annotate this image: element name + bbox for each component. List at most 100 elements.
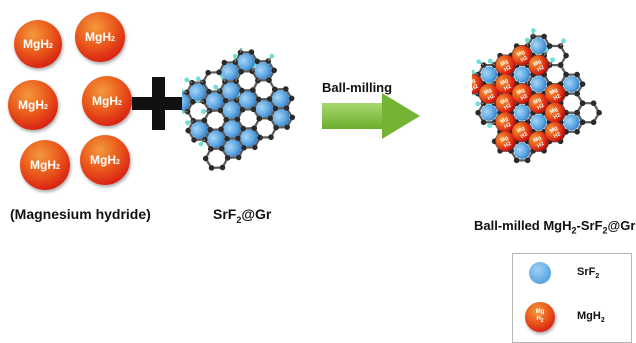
ball-milled-product: MgH2MgH2MgH2MgH2MgH2MgH2MgH2MgH2MgH2MgH2…	[472, 28, 602, 164]
carbon-atom	[207, 127, 213, 133]
srf2-particle	[190, 121, 208, 139]
srf2-particle	[530, 114, 547, 131]
carbon-atom	[579, 81, 586, 87]
carbon-atom	[224, 154, 231, 161]
carbon-atom	[205, 69, 211, 76]
mgh2-ball	[472, 74, 483, 95]
carbon-atom	[475, 109, 481, 116]
srf2-particle	[481, 66, 498, 83]
carbon-atom	[284, 124, 290, 130]
carbon-atom	[574, 128, 580, 135]
mgh2-legend-label: MgH2	[577, 310, 605, 325]
mgh2-label-top: Mg	[483, 87, 493, 96]
hydrogen-atom	[524, 37, 530, 43]
hydrogen-atom	[182, 109, 184, 115]
mgh2-label-bottom: H2	[503, 84, 512, 93]
mgh2-ball	[512, 45, 533, 66]
carbon-atom	[273, 124, 279, 131]
mgh2-particle: MgH2	[495, 93, 516, 114]
mgh2-label-bottom: H2	[553, 112, 562, 121]
hydrogen-atom	[198, 141, 204, 147]
carbon-atom	[189, 99, 196, 105]
process-arrow	[322, 103, 382, 129]
carbon-atom	[216, 69, 222, 76]
mgh2-ball	[545, 83, 566, 104]
carbon-atom	[530, 33, 536, 40]
carbon-atom	[266, 77, 272, 83]
srf2-particle	[189, 83, 207, 101]
hydrogen-atom	[472, 69, 476, 75]
carbon-atom	[255, 96, 262, 103]
mgh2-particle: MgH2	[512, 83, 533, 104]
carbon-atom	[232, 59, 239, 65]
mgh2-legend-icon: Mg H2	[525, 302, 555, 332]
srf2-particle	[182, 93, 191, 111]
carbon-atom	[239, 106, 246, 113]
mgh2-label-bottom: H2	[536, 103, 545, 112]
carbon-atom	[250, 106, 257, 113]
mgh2-label-bottom: H2	[536, 141, 545, 150]
carbon-atom	[480, 119, 487, 126]
mgh2-particle: MgH2	[479, 83, 500, 104]
srf2-particle	[207, 130, 225, 148]
srf2-particle	[530, 38, 547, 55]
hydrogen-atom	[185, 120, 191, 126]
carbon-atom	[222, 97, 229, 104]
carbon-atom	[190, 118, 197, 124]
carbon-atom	[241, 144, 247, 151]
carbon-atom	[185, 127, 191, 134]
carbon-atom	[202, 155, 209, 162]
srf2-particle	[239, 91, 257, 109]
mgh2-label-top: Mg	[533, 59, 543, 68]
mgh2-label-top: Mg	[516, 49, 526, 58]
support-caption: SrF2@Gr	[213, 206, 272, 225]
mgh2-ball	[479, 83, 500, 104]
mgh2-particle: MgH2	[545, 121, 566, 142]
mgh2-label-bottom: H2	[503, 141, 512, 150]
carbon-atom	[289, 114, 296, 121]
carbon-atom	[221, 59, 228, 66]
mgh2-ball	[528, 131, 549, 152]
mgh2-particle: MgH2	[545, 102, 566, 123]
mgh2-label-top: Mg	[500, 78, 510, 87]
srf2-particle	[224, 139, 242, 157]
carbon-atom	[283, 105, 290, 111]
srf2-particle	[237, 53, 255, 71]
mgh2-label-top: Mg	[533, 135, 543, 144]
mgh2-label-bottom: H2	[520, 131, 529, 140]
carbon-atom	[235, 135, 241, 142]
carbon-atom	[266, 96, 273, 102]
srf2-particle	[514, 142, 531, 159]
srf2-particle	[514, 104, 531, 121]
mgh2-particle: MgH2	[528, 93, 549, 114]
mgh2-label-top: Mg	[533, 97, 543, 106]
mgh2-label-top: Mg	[500, 97, 510, 106]
mgh2-label-bottom: H2	[472, 84, 479, 93]
mgh2-label-bottom: H2	[503, 122, 512, 131]
mgh2-ball	[512, 83, 533, 104]
srf2-particle	[221, 63, 239, 81]
carbon-atom	[206, 88, 212, 95]
hydrogen-atom	[487, 123, 493, 128]
carbon-atom	[240, 125, 246, 132]
carbon-atom	[268, 134, 274, 141]
mgh2-label-bottom: H2	[503, 103, 512, 112]
carbon-atom	[288, 95, 295, 102]
carbon-atom	[184, 108, 191, 115]
carbon-atom	[234, 116, 241, 123]
carbon-atom	[208, 146, 214, 152]
carbon-atom	[546, 43, 553, 49]
carbon-atom	[524, 157, 531, 164]
hydrogen-atom	[530, 28, 536, 33]
ball-milling-label: Ball-milling	[322, 80, 393, 95]
hydrogen-atom	[476, 59, 482, 65]
mgh2-label-top: Mg	[500, 116, 510, 125]
mgh2-particle: MgH2	[495, 131, 516, 152]
legend: SrF2 Mg H2 MgH2	[512, 253, 632, 343]
mgh2-label-top: Mg	[500, 135, 510, 144]
hydrogen-atom	[487, 58, 493, 64]
carbon-atom	[200, 98, 207, 105]
carbon-atom	[256, 115, 263, 122]
